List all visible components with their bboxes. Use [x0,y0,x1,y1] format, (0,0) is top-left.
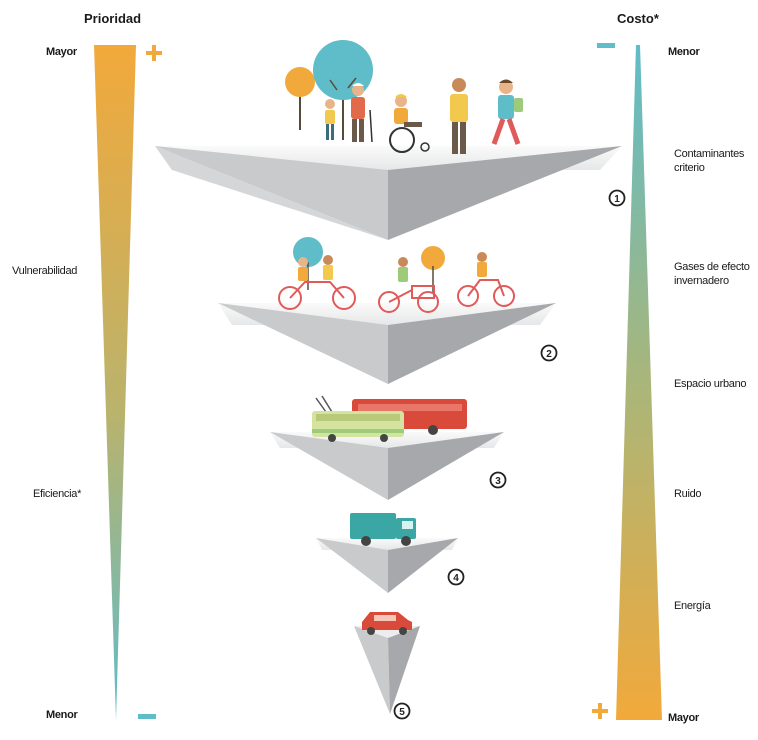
level-2-slab [218,303,556,384]
cost-criterion-pollutants: Contaminantes criterio [674,148,745,174]
pedestrians-icon [285,40,523,154]
cost-gradient-wedge [616,45,662,720]
level-3-slab [270,432,504,500]
cost-criterion-urban-space: Espacio urbano [674,378,747,390]
level-4-slab [316,538,458,593]
level-number-4-badge: 4 [447,568,465,586]
right-plus-sign [592,703,608,719]
priority-gradient-wedge [94,45,136,720]
level-number-5-badge: 5 [393,702,411,720]
priority-criterion-vulnerability: Vulnerabilidad [12,265,78,277]
left-plus-sign [146,45,162,61]
priority-bottom-label: Menor [46,709,78,721]
level-5-slab [354,626,420,714]
level-number-3-badge: 3 [489,471,507,489]
cost-bottom-label: Mayor [668,712,699,724]
level-number-1-badge: 1 [608,189,626,207]
level-number-3: 3 [495,476,501,487]
cost-top-label: Menor [668,46,700,58]
freight-truck-icon [350,513,416,546]
level-number-2: 2 [546,349,552,360]
cost-criterion-greenhouse-gases: Gases de efecto invernadero [674,261,750,287]
bicycles-icon [278,237,515,313]
right-minus-sign [597,43,615,48]
cost-axis-title: Costo* [617,11,659,26]
left-minus-sign [138,714,156,719]
car-icon [362,612,412,635]
priority-axis-title: Prioridad [84,11,142,26]
priority-top-label: Mayor [46,46,77,58]
level-number-5: 5 [399,707,405,718]
cost-criterion-energy: Energía [674,600,711,612]
level-1-slab [155,146,622,240]
level-number-1: 1 [614,194,620,205]
cost-criterion-noise: Ruido [674,488,702,500]
priority-criterion-efficiency: Eficiencia* [33,488,82,500]
public-transport-icon [312,395,467,442]
level-number-4: 4 [453,573,459,584]
level-number-2-badge: 2 [540,344,558,362]
